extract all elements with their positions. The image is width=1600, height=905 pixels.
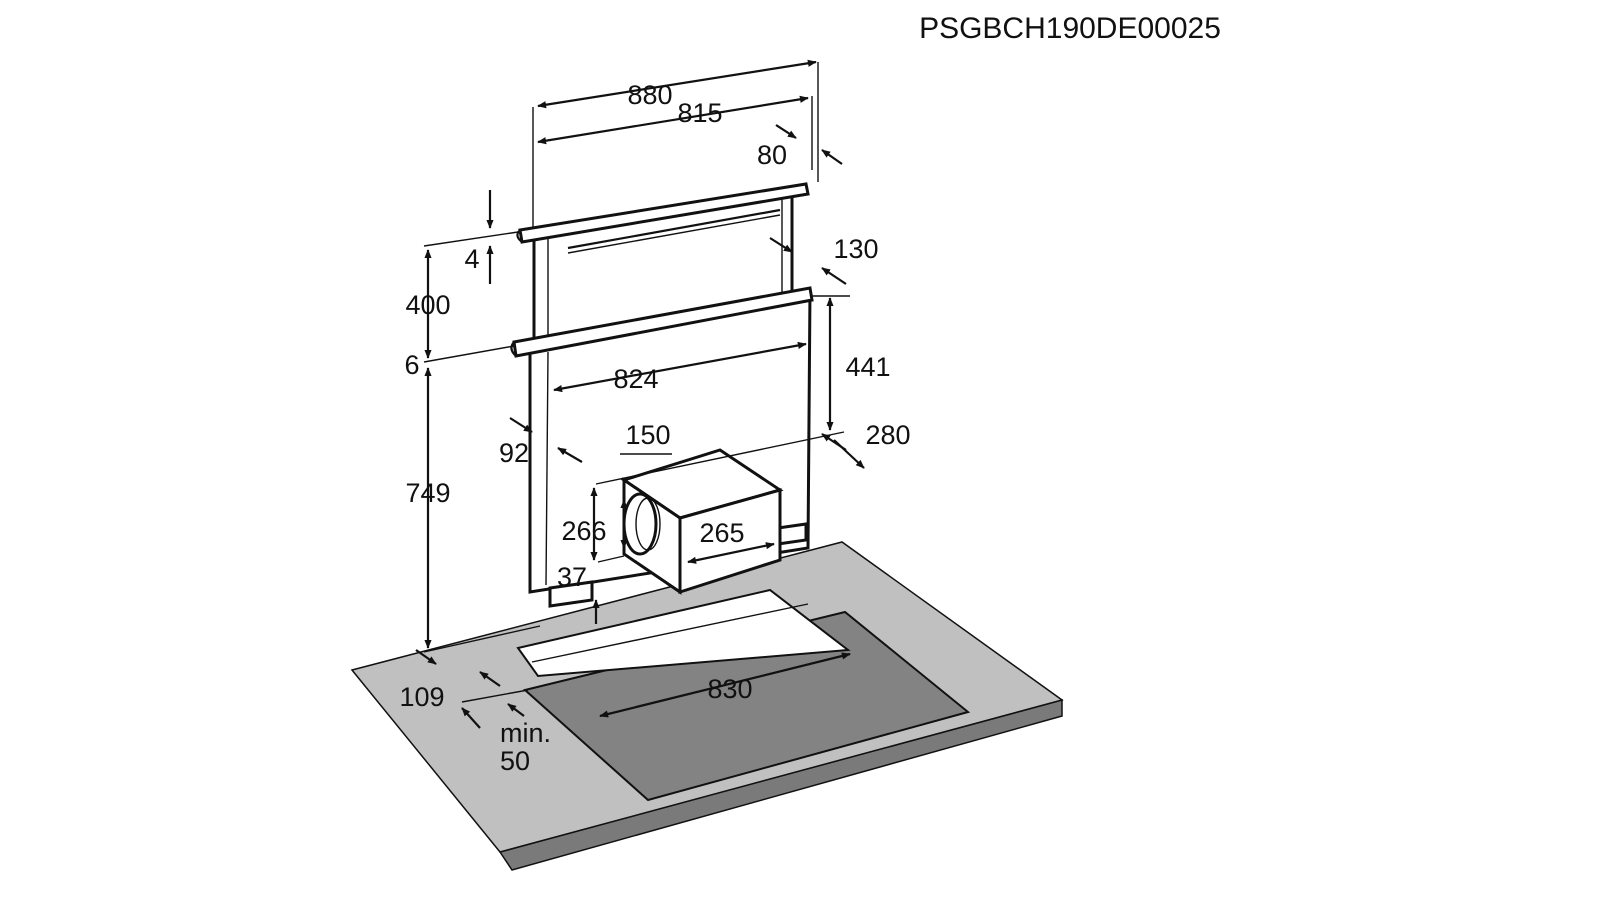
label-min-value: 50 — [500, 746, 530, 776]
label-body-height: 749 — [405, 478, 450, 508]
hood-top-panel — [516, 182, 810, 244]
label-rail-width: 824 — [613, 364, 658, 394]
label-rim-thickness: 6 — [404, 350, 419, 380]
product-code: PSGBCH190DE00025 — [919, 12, 1221, 45]
label-motor-offset: 280 — [865, 420, 910, 450]
label-front-depth: 92 — [499, 438, 529, 468]
hood-rim — [510, 286, 814, 358]
duct-outlet — [622, 492, 661, 556]
label-column-depth: 130 — [833, 234, 878, 264]
label-top-thickness: 4 — [464, 244, 479, 274]
label-hob-width: 830 — [707, 674, 752, 704]
label-duct-diameter: 150 — [625, 420, 670, 450]
label-depth-top: 80 — [757, 140, 787, 170]
label-width-overall: 880 — [627, 80, 672, 110]
label-motor-height: 266 — [561, 516, 606, 546]
label-rise-height: 400 — [405, 290, 450, 320]
label-width-inner: 815 — [677, 98, 722, 128]
label-front-gap: 109 — [399, 682, 444, 712]
dimension-lines — [415, 59, 865, 729]
label-foot-height: 37 — [557, 562, 587, 592]
label-min: min. — [500, 718, 551, 748]
hood-foot — [548, 580, 594, 608]
label-motor-width: 265 — [699, 518, 744, 548]
label-lower-height: 441 — [845, 352, 890, 382]
